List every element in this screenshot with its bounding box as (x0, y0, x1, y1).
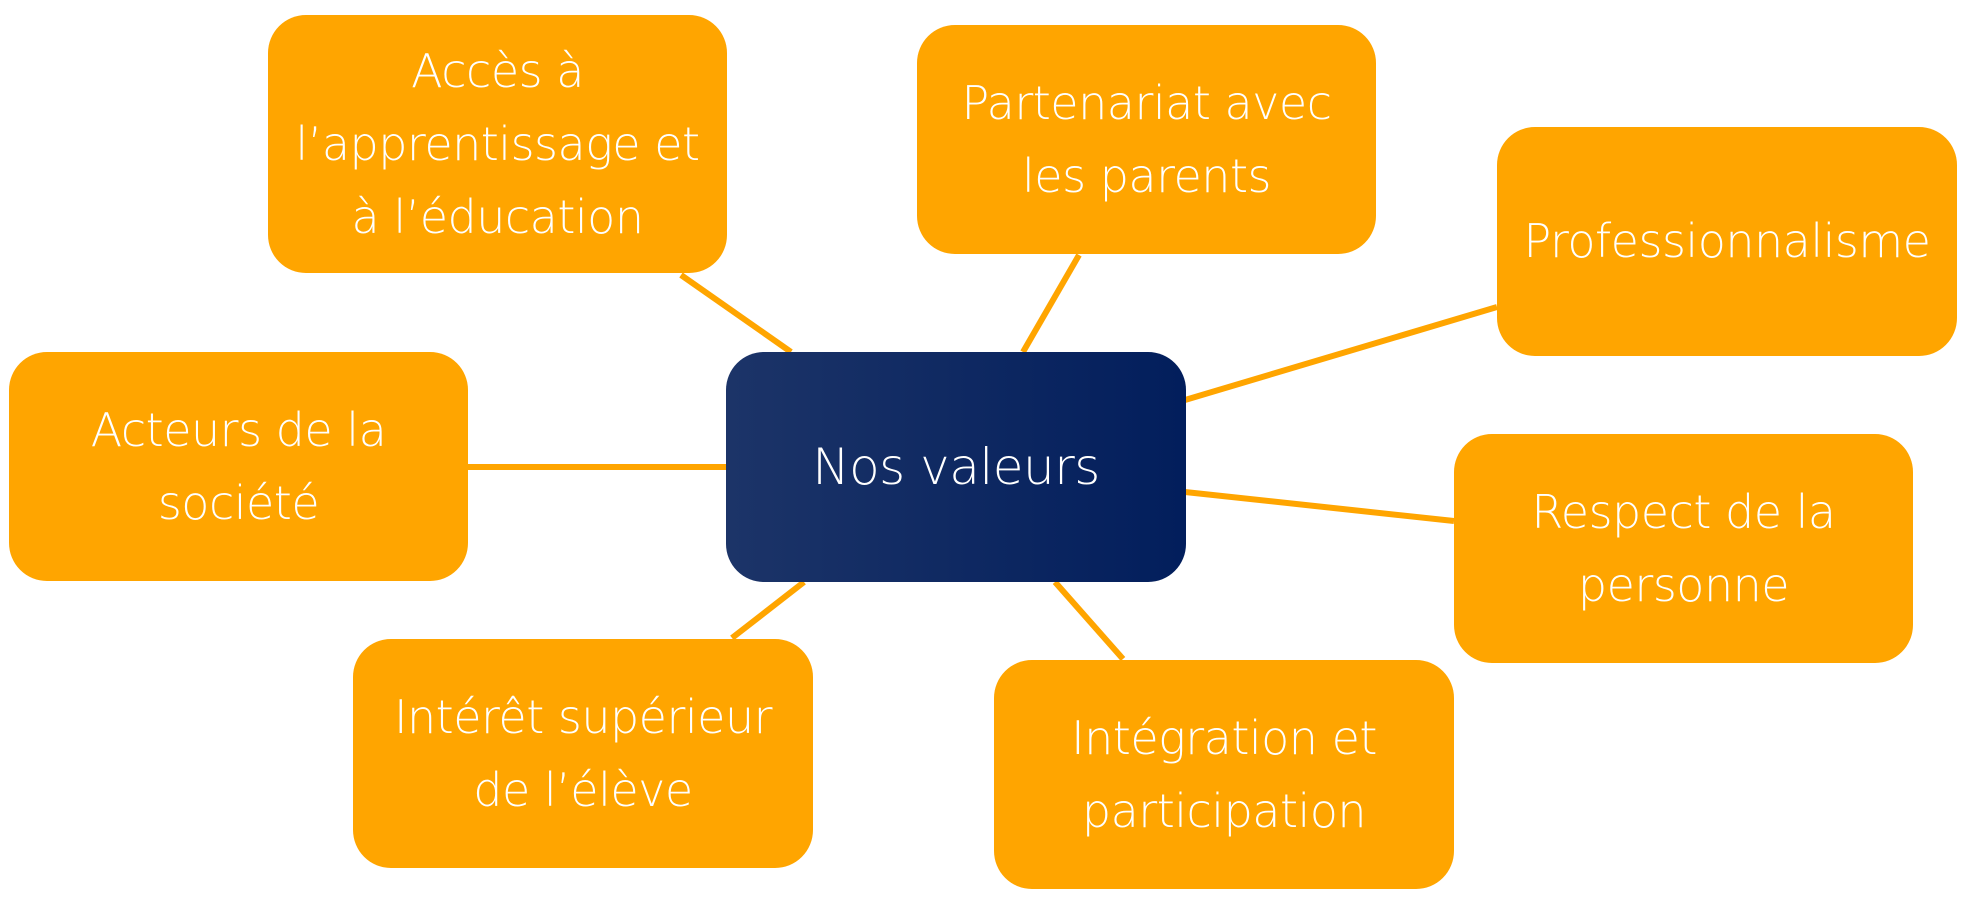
value-node-partenariat: Partenariat avec les parents (917, 25, 1376, 254)
line: de l’élève (473, 762, 693, 817)
line: Partenariat avec (961, 75, 1333, 130)
link-professionnalisme (1184, 304, 1498, 403)
line: Accès à (411, 43, 584, 98)
line: Respect de la (1531, 484, 1836, 539)
link-interet (730, 579, 806, 641)
line: l’apprentissage et (295, 116, 700, 171)
value-node-integration: Intégration et participation (994, 660, 1454, 889)
line: à l’éducation (351, 189, 644, 244)
value-node-acteurs: Acteurs de la société (9, 352, 468, 581)
line: personne (1577, 557, 1790, 612)
center-node-nos-valeurs: Nos valeurs (726, 352, 1186, 582)
link-integration (1052, 580, 1126, 661)
line: participation (1081, 783, 1367, 838)
line: Intérêt supérieur (393, 689, 773, 744)
value-node-interet: Intérêt supérieur de l’élève (353, 639, 813, 868)
link-partenariat (1020, 253, 1082, 354)
line: Professionnalisme (1523, 214, 1931, 268)
center-label: Nos valeurs (812, 437, 1100, 496)
value-node-professionnalisme: Professionnalisme (1497, 127, 1957, 356)
value-node-respect: Respect de la personne (1454, 434, 1913, 663)
line: société (157, 475, 320, 530)
line: Intégration et (1071, 710, 1377, 765)
value-node-acces: Accès à l’apprentissage et à l’éducation (268, 15, 727, 273)
link-respect (1184, 489, 1455, 524)
link-acces (679, 272, 793, 355)
line: les parents (1022, 148, 1271, 203)
line: Acteurs de la (90, 402, 387, 457)
